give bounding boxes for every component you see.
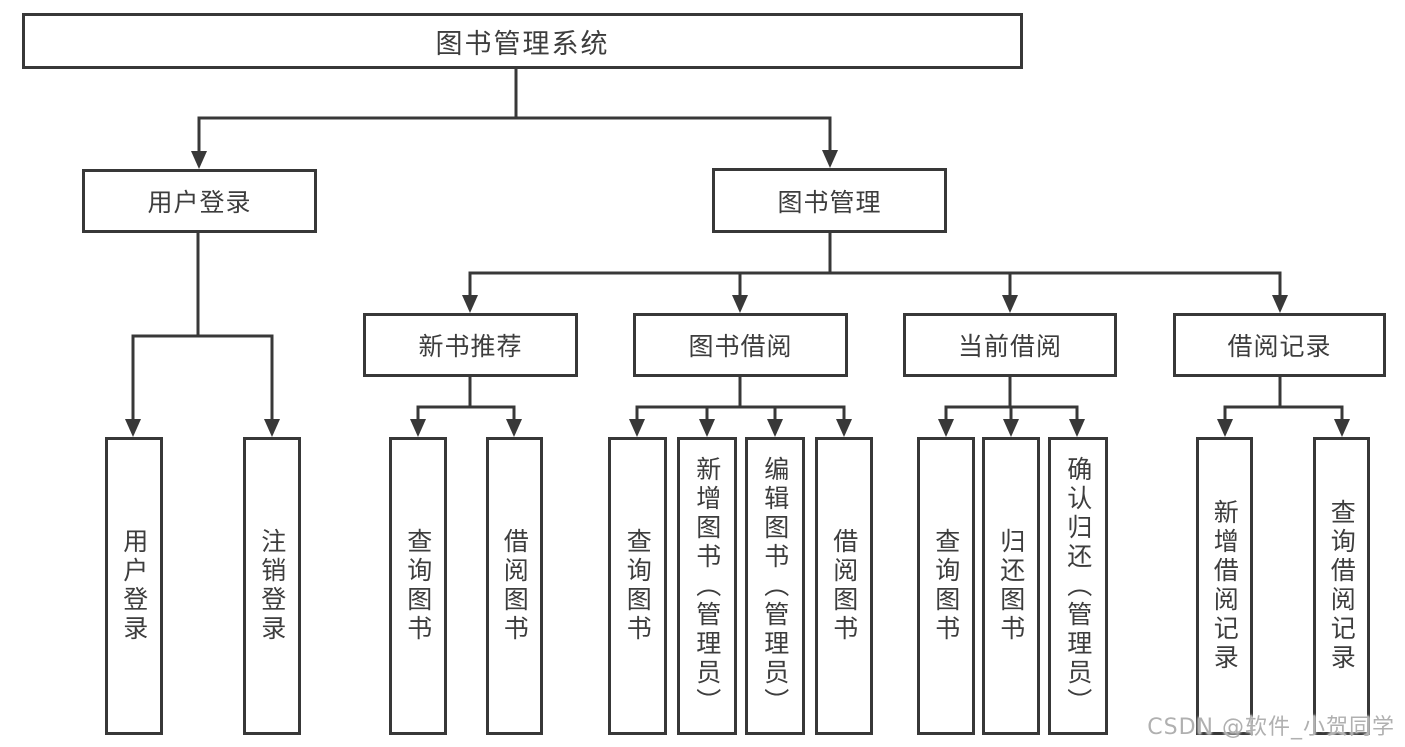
csdn-watermark: CSDN @软件_小贺同学: [1147, 715, 1395, 740]
arrowhead: [938, 419, 954, 437]
leaf-label: 归还图书: [996, 528, 1026, 644]
arrowhead: [822, 150, 838, 168]
root-box-library-management-system: 图书管理系统: [22, 13, 1023, 69]
branch-box-book-management: 图书管理: [712, 168, 947, 233]
arrowhead: [1069, 419, 1085, 437]
arrowhead: [1003, 419, 1019, 437]
leaf-label: 查询借阅记录: [1327, 499, 1357, 673]
leaf-box-edit-book-admin: 编辑图书（管理员）: [745, 437, 805, 735]
leaf-box-confirm-return-admin: 确认归还（管理员）: [1048, 437, 1108, 735]
arrowhead: [732, 295, 748, 313]
connector-current-borrow-to-leaves: [944, 377, 1079, 421]
leaf-label: 新增图书（管理员）: [692, 455, 722, 717]
arrowhead: [1334, 419, 1350, 437]
leaf-label: 借阅图书: [829, 528, 859, 644]
arrowhead: [1272, 295, 1288, 313]
arrowhead: [191, 151, 207, 169]
branch-box-user-login: 用户登录: [82, 169, 317, 233]
leaf-label: 确认归还（管理员）: [1063, 455, 1093, 717]
leaf-label: 编辑图书（管理员）: [760, 455, 790, 717]
branch-box-book-borrowing: 图书借阅: [633, 313, 848, 377]
arrowhead: [506, 419, 522, 437]
connector-book-mgmt-to-level3: [468, 233, 1282, 297]
leaf-label: 注销登录: [257, 528, 287, 644]
arrowhead: [836, 419, 852, 437]
leaf-label: 查询图书: [623, 528, 653, 644]
arrowhead: [410, 419, 426, 437]
connector-new-book-rec-to-leaves: [416, 377, 516, 421]
branch-box-borrowing-records: 借阅记录: [1173, 313, 1386, 377]
leaf-box-add-borrow-record: 新增借阅记录: [1196, 437, 1253, 735]
arrowhead: [1002, 295, 1018, 313]
leaf-box-add-book-admin: 新增图书（管理员）: [677, 437, 737, 735]
arrowhead: [264, 419, 280, 437]
leaf-label: 用户登录: [119, 528, 149, 644]
arrowhead: [462, 295, 478, 313]
branch-box-new-book-recommend: 新书推荐: [363, 313, 578, 377]
leaf-box-query-borrow-record: 查询借阅记录: [1313, 437, 1370, 735]
leaf-box-return-book: 归还图书: [982, 437, 1040, 735]
connector-book-borrow-to-leaves: [635, 377, 846, 421]
leaf-label: 新增借阅记录: [1210, 499, 1240, 673]
leaf-box-query-books-recommend: 查询图书: [389, 437, 447, 735]
arrowhead: [699, 419, 715, 437]
connector-user-login-to-leaves: [131, 232, 274, 421]
leaf-box-user-login: 用户登录: [105, 437, 163, 735]
leaf-box-query-books-borrowing: 查询图书: [608, 437, 667, 735]
arrowhead: [1217, 419, 1233, 437]
leaf-label: 查询图书: [403, 528, 433, 644]
leaf-box-logout: 注销登录: [243, 437, 301, 735]
leaf-box-query-books-current: 查询图书: [917, 437, 975, 735]
arrowhead: [767, 419, 783, 437]
branch-box-current-borrowing: 当前借阅: [903, 313, 1117, 377]
arrowhead: [125, 419, 141, 437]
leaf-label: 借阅图书: [500, 528, 530, 644]
connector-borrow-record-to-leaves: [1223, 377, 1344, 421]
leaf-label: 查询图书: [931, 528, 961, 644]
leaf-box-borrow-book-recommend: 借阅图书: [486, 437, 543, 735]
leaf-box-borrow-book: 借阅图书: [815, 437, 873, 735]
arrowhead: [629, 419, 645, 437]
connector-root-to-level2: [197, 69, 832, 153]
